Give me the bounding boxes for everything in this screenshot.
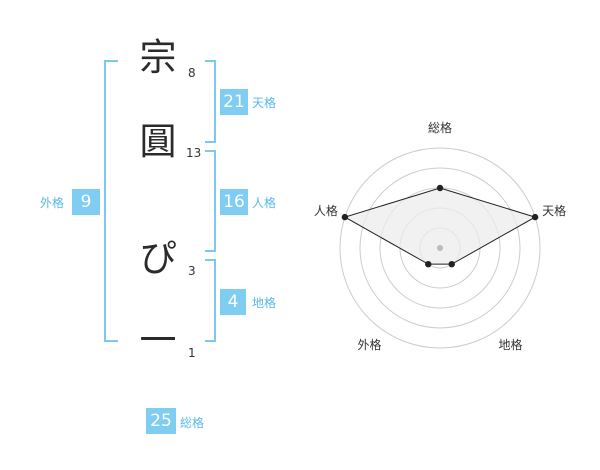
radar-point-2 — [448, 260, 455, 268]
radar-shape — [343, 187, 537, 265]
radar-axis-label-2: 地格 — [499, 337, 523, 352]
radar-axis-label-0: 総格 — [428, 120, 452, 135]
name-char-2: 圓 — [139, 120, 177, 163]
radar-point-4 — [341, 213, 349, 221]
stroke-count-2: 13 — [186, 146, 202, 160]
gaikaku-label: 外格 — [40, 196, 65, 210]
radar-ring-4 — [359, 167, 521, 329]
gaikaku-bracket — [104, 60, 118, 342]
stroke-count-4: 1 — [188, 346, 196, 360]
stroke-count-3: 3 — [188, 264, 196, 278]
radar-axis-label-1: 天格 — [542, 203, 566, 218]
jinkaku-label: 人格 — [252, 196, 277, 210]
radar-point-1 — [531, 213, 539, 221]
soukaku-value: 25 — [146, 408, 176, 434]
tenkaku-bracket — [205, 60, 216, 143]
tenkaku-value: 21 — [220, 89, 248, 115]
name-char-3: ぴ — [139, 237, 177, 280]
name-char-1: 宗 — [139, 36, 177, 79]
chikaku-bracket — [205, 259, 216, 342]
stroke-count-1: 8 — [188, 66, 196, 80]
gaikaku-value: 9 — [72, 189, 100, 215]
chikaku-label: 地格 — [252, 296, 277, 310]
radar-axis-label-3: 外格 — [357, 337, 381, 352]
radar-axis-label-4: 人格 — [314, 203, 338, 218]
tenkaku-label: 天格 — [252, 96, 277, 110]
radar-point-3 — [425, 260, 432, 268]
name-char-4: 一 — [139, 319, 177, 362]
chikaku-value: 4 — [220, 289, 246, 315]
jinkaku-value: 16 — [220, 189, 248, 215]
radar-point-0 — [436, 184, 444, 192]
soukaku-label: 総格 — [180, 416, 205, 430]
jinkaku-bracket — [205, 150, 216, 252]
radar-ring-5 — [339, 147, 541, 349]
radar-points — [341, 184, 539, 268]
radar-center-dot — [437, 245, 443, 251]
